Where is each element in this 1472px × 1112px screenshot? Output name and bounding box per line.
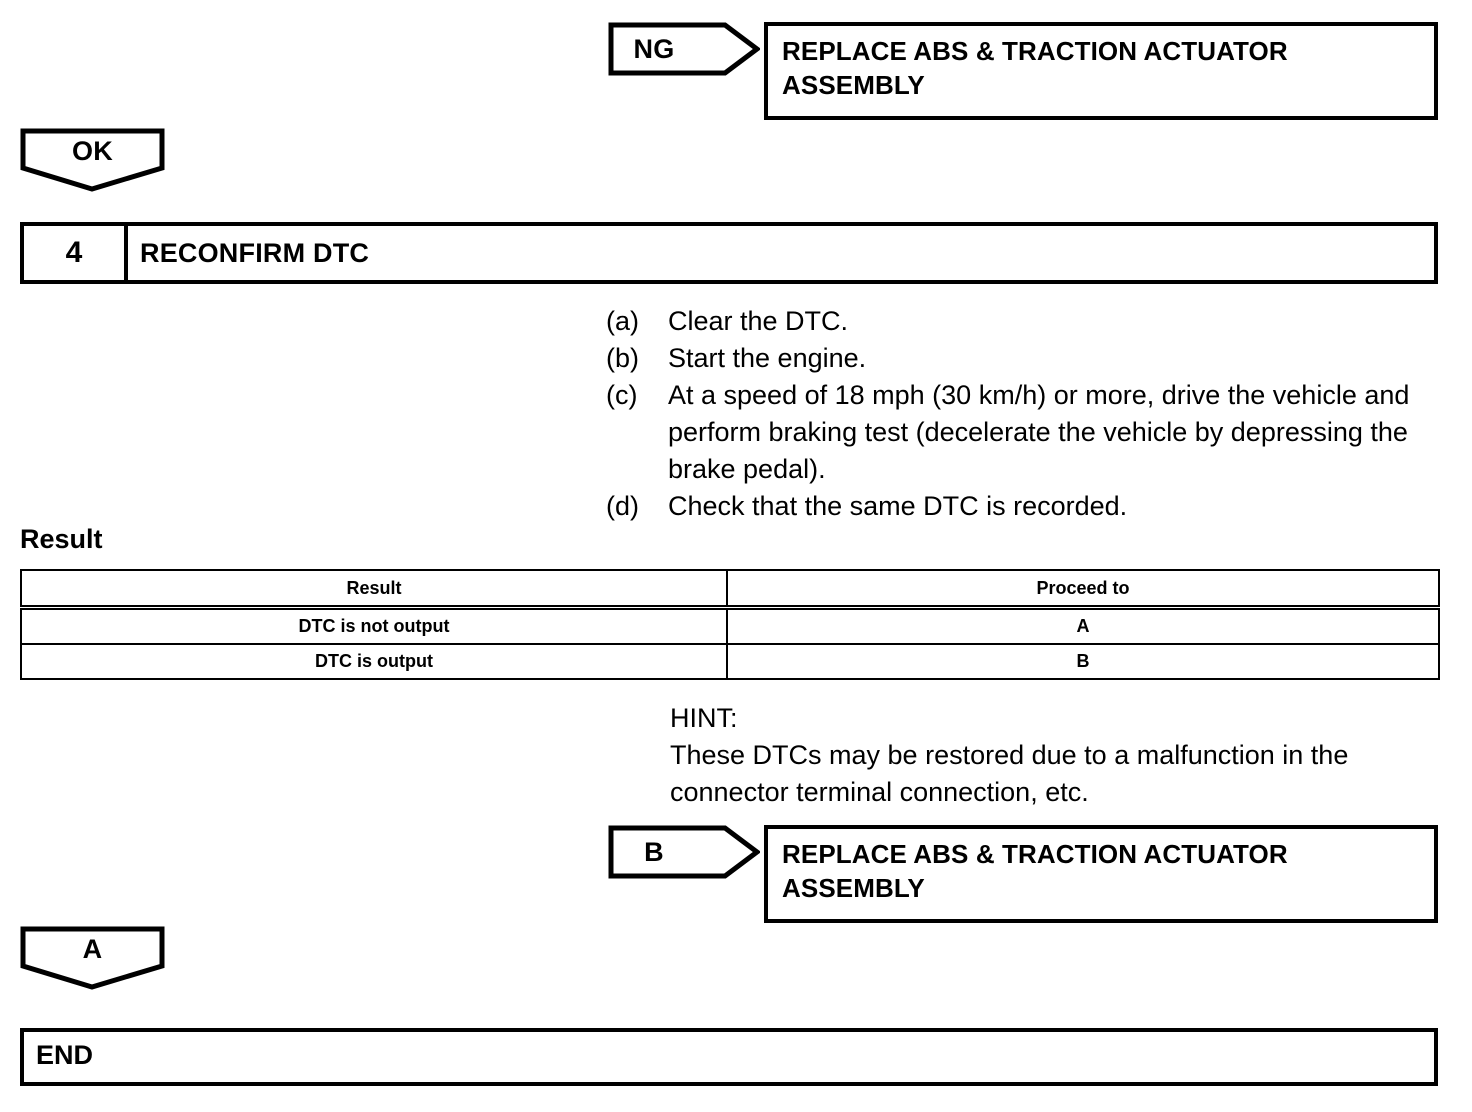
hint-label: HINT:	[670, 703, 738, 733]
end-box-label: END	[36, 1040, 94, 1070]
procedure-item: (b) Start the engine.	[606, 340, 1436, 377]
procedure-item: (c) At a speed of 18 mph (30 km/h) or mo…	[606, 377, 1436, 488]
action-box-replace-actuator-ng-text: REPLACE ABS & TRACTION ACTUATOR ASSEMBLY	[782, 36, 1288, 100]
pennant-b-shape	[608, 825, 762, 879]
action-box-replace-actuator-ng: REPLACE ABS & TRACTION ACTUATOR ASSEMBLY	[764, 22, 1438, 120]
action-box-replace-actuator-b-text: REPLACE ABS & TRACTION ACTUATOR ASSEMBLY	[782, 839, 1288, 903]
pennant-ok-label: OK	[71, 135, 114, 166]
step-title: RECONFIRM DTC	[140, 237, 370, 268]
step-header-4: 4 RECONFIRM DTC	[20, 222, 1438, 284]
action-box-replace-actuator-b: REPLACE ABS & TRACTION ACTUATOR ASSEMBLY	[764, 825, 1438, 923]
table-cell-proceed-to: B	[726, 643, 1440, 680]
end-box: END	[20, 1028, 1438, 1086]
table-row: DTC is output B	[20, 643, 1440, 680]
procedure-item-text: Clear the DTC.	[668, 306, 849, 336]
pennant-ng-shape	[608, 22, 762, 76]
procedure-item-marker: (a)	[606, 306, 639, 336]
pennant-ok: OK	[20, 128, 165, 192]
table-cell-proceed-to: A	[726, 606, 1440, 645]
procedure-item-marker: (c)	[606, 380, 638, 410]
procedure-item-text: At a speed of 18 mph (30 km/h) or more, …	[668, 380, 1410, 484]
result-table: Result Proceed to DTC is not output A DT…	[20, 569, 1440, 680]
step-number: 4	[24, 226, 128, 280]
table-header-result: Result	[20, 569, 728, 610]
table-row: DTC is not output A	[20, 606, 1440, 645]
pennant-ok-shape	[20, 128, 165, 192]
table-cell-result: DTC is output	[20, 643, 728, 680]
hint-line: connector terminal connection, etc.	[670, 777, 1089, 807]
procedure-item: (a) Clear the DTC.	[606, 303, 1436, 340]
pennant-b: B	[608, 825, 762, 879]
table-cell-result: DTC is not output	[20, 606, 728, 645]
table-header-proceed-to: Proceed to	[726, 569, 1440, 610]
pennant-a-shape	[20, 926, 165, 990]
pennant-a-label: A	[82, 933, 103, 964]
procedure-list: (a) Clear the DTC. (b) Start the engine.…	[606, 303, 1436, 525]
hint-block: HINT: These DTCs may be restored due to …	[670, 700, 1440, 811]
procedure-item-marker: (d)	[606, 491, 639, 521]
procedure-item-text: Start the engine.	[668, 343, 867, 373]
table-header-row: Result Proceed to	[20, 569, 1440, 610]
procedure-item: (d) Check that the same DTC is recorded.	[606, 488, 1436, 525]
procedure-item-text: Check that the same DTC is recorded.	[668, 491, 1128, 521]
result-caption: Result	[20, 524, 103, 554]
pennant-a: A	[20, 926, 165, 990]
pennant-b-label: B	[644, 836, 664, 867]
procedure-item-marker: (b)	[606, 343, 639, 373]
pennant-ng: NG	[608, 22, 762, 76]
hint-line: These DTCs may be restored due to a malf…	[670, 740, 1349, 770]
pennant-ng-label: NG	[633, 33, 675, 64]
